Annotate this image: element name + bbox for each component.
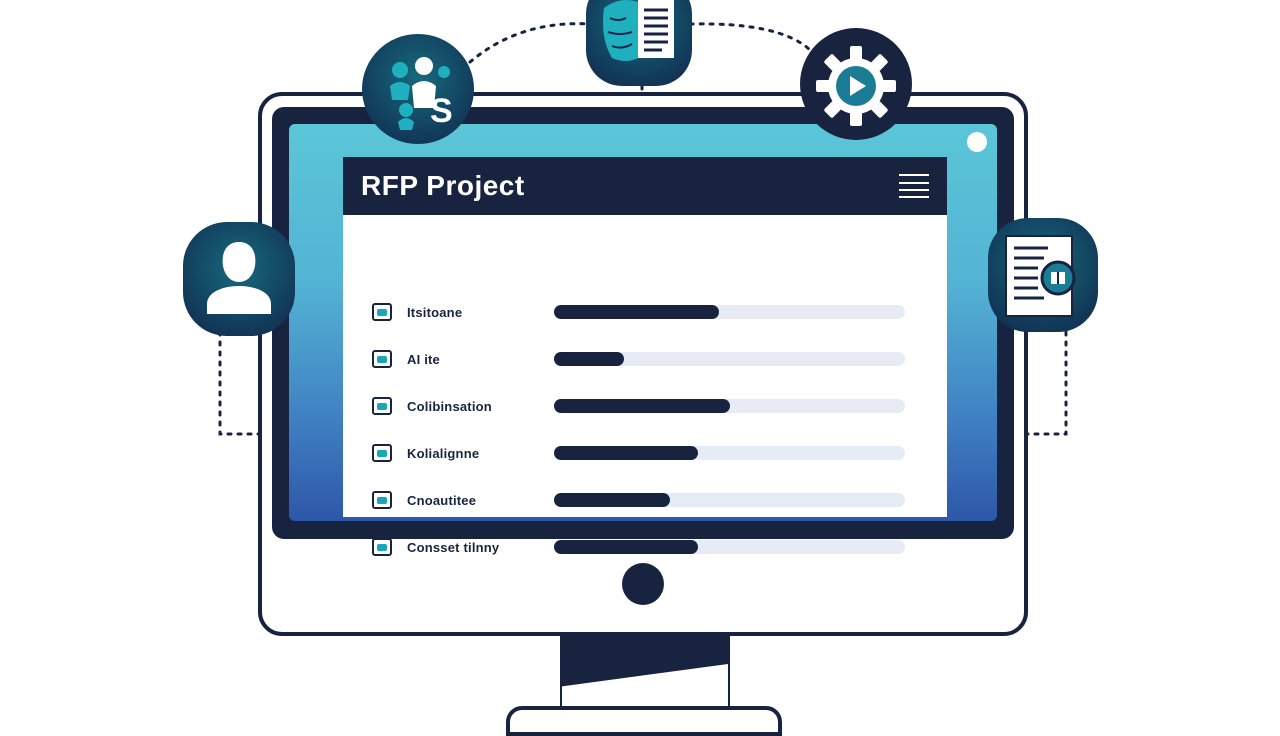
progress-track xyxy=(554,540,905,554)
task-label: Consset tilnny xyxy=(407,539,500,555)
svg-text:S: S xyxy=(430,92,453,130)
progress-track xyxy=(554,305,905,319)
task-label: AI ite xyxy=(407,351,440,367)
task-image-icon xyxy=(372,444,392,462)
progress-fill xyxy=(554,352,625,366)
document-badge-icon[interactable] xyxy=(988,218,1098,332)
progress-track xyxy=(554,399,905,413)
task-image-icon xyxy=(372,491,392,509)
task-row[interactable]: Cnoautitee xyxy=(343,485,947,515)
task-image-icon xyxy=(372,397,392,415)
progress-fill xyxy=(554,399,730,413)
task-label: Cnoautitee xyxy=(407,492,477,508)
task-row[interactable]: Consset tilnny xyxy=(343,532,947,562)
progress-fill xyxy=(554,493,670,507)
task-row[interactable]: Kolialignne xyxy=(343,438,947,468)
task-image-icon xyxy=(372,303,392,321)
progress-fill xyxy=(554,305,719,319)
progress-track xyxy=(554,446,905,460)
task-row[interactable]: AI ite xyxy=(343,344,947,374)
people-finance-icon[interactable]: S xyxy=(362,34,474,144)
task-row[interactable]: Colibinsation xyxy=(343,391,947,421)
task-label: Colibinsation xyxy=(407,398,492,414)
app-window: RFP Project Itsitoane AI ite Colibinsati… xyxy=(343,157,947,556)
task-image-icon xyxy=(372,538,392,556)
task-label: Kolialignne xyxy=(407,445,480,461)
user-avatar-icon[interactable] xyxy=(183,222,295,336)
progress-fill xyxy=(554,540,698,554)
app-header: RFP Project xyxy=(343,157,947,215)
monitor-stand-base xyxy=(506,706,782,736)
progress-track xyxy=(554,352,905,366)
app-title: RFP Project xyxy=(361,170,525,201)
progress-track xyxy=(554,493,905,507)
gear-play-icon[interactable] xyxy=(800,28,912,140)
task-row[interactable]: Itsitoane xyxy=(343,297,947,327)
task-image-icon xyxy=(372,350,392,368)
power-button[interactable] xyxy=(622,563,664,605)
task-label: Itsitoane xyxy=(407,304,463,320)
progress-fill xyxy=(554,446,698,460)
brain-document-icon[interactable] xyxy=(586,0,692,86)
hamburger-menu-icon[interactable] xyxy=(899,174,929,198)
power-led xyxy=(967,132,987,152)
